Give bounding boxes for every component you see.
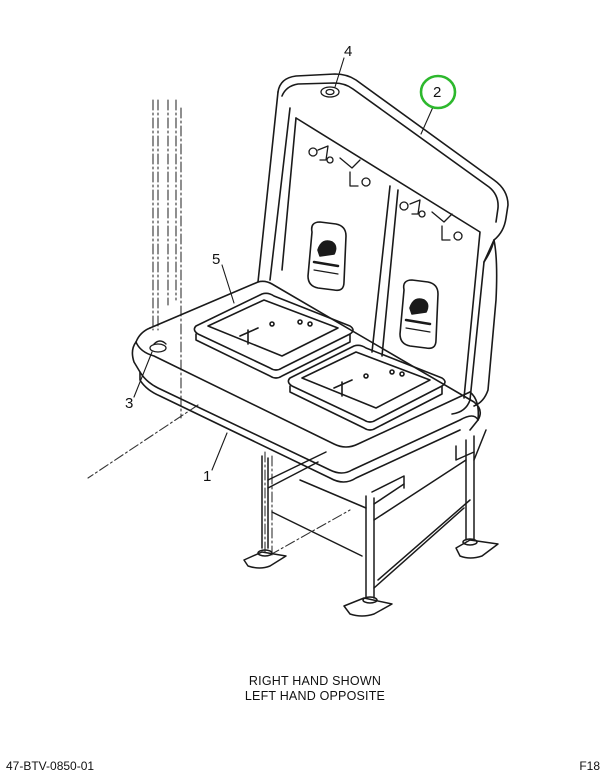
wall-reference-lines [87,99,351,556]
caption-line-1: RIGHT HAND SHOWN [248,674,382,688]
callout-3: 3 [125,395,134,412]
seat-belt-hardware [308,145,463,241]
seat-back-label-left [307,221,347,292]
caption-line-2: LEFT HAND OPPOSITE [244,689,386,703]
callout-4: 4 [344,43,353,60]
seat-bottom-cushion [131,280,482,483]
headrest-mount-hole [320,86,340,98]
callout-1: 1 [203,468,212,485]
callout-highlight-circle [419,74,457,110]
seat-frame [243,429,499,617]
callout-2: 2 [433,84,442,101]
drawing-number: 47-BTV-0850-01 [6,759,95,773]
callout-5: 5 [212,251,221,268]
figure-reference: F18 [579,759,600,773]
callout-leaders [133,57,434,471]
seat-latch [149,340,167,353]
seat-back-label-right [399,279,439,350]
seat-pad-left [193,292,354,379]
seat-pad-right [287,344,446,431]
